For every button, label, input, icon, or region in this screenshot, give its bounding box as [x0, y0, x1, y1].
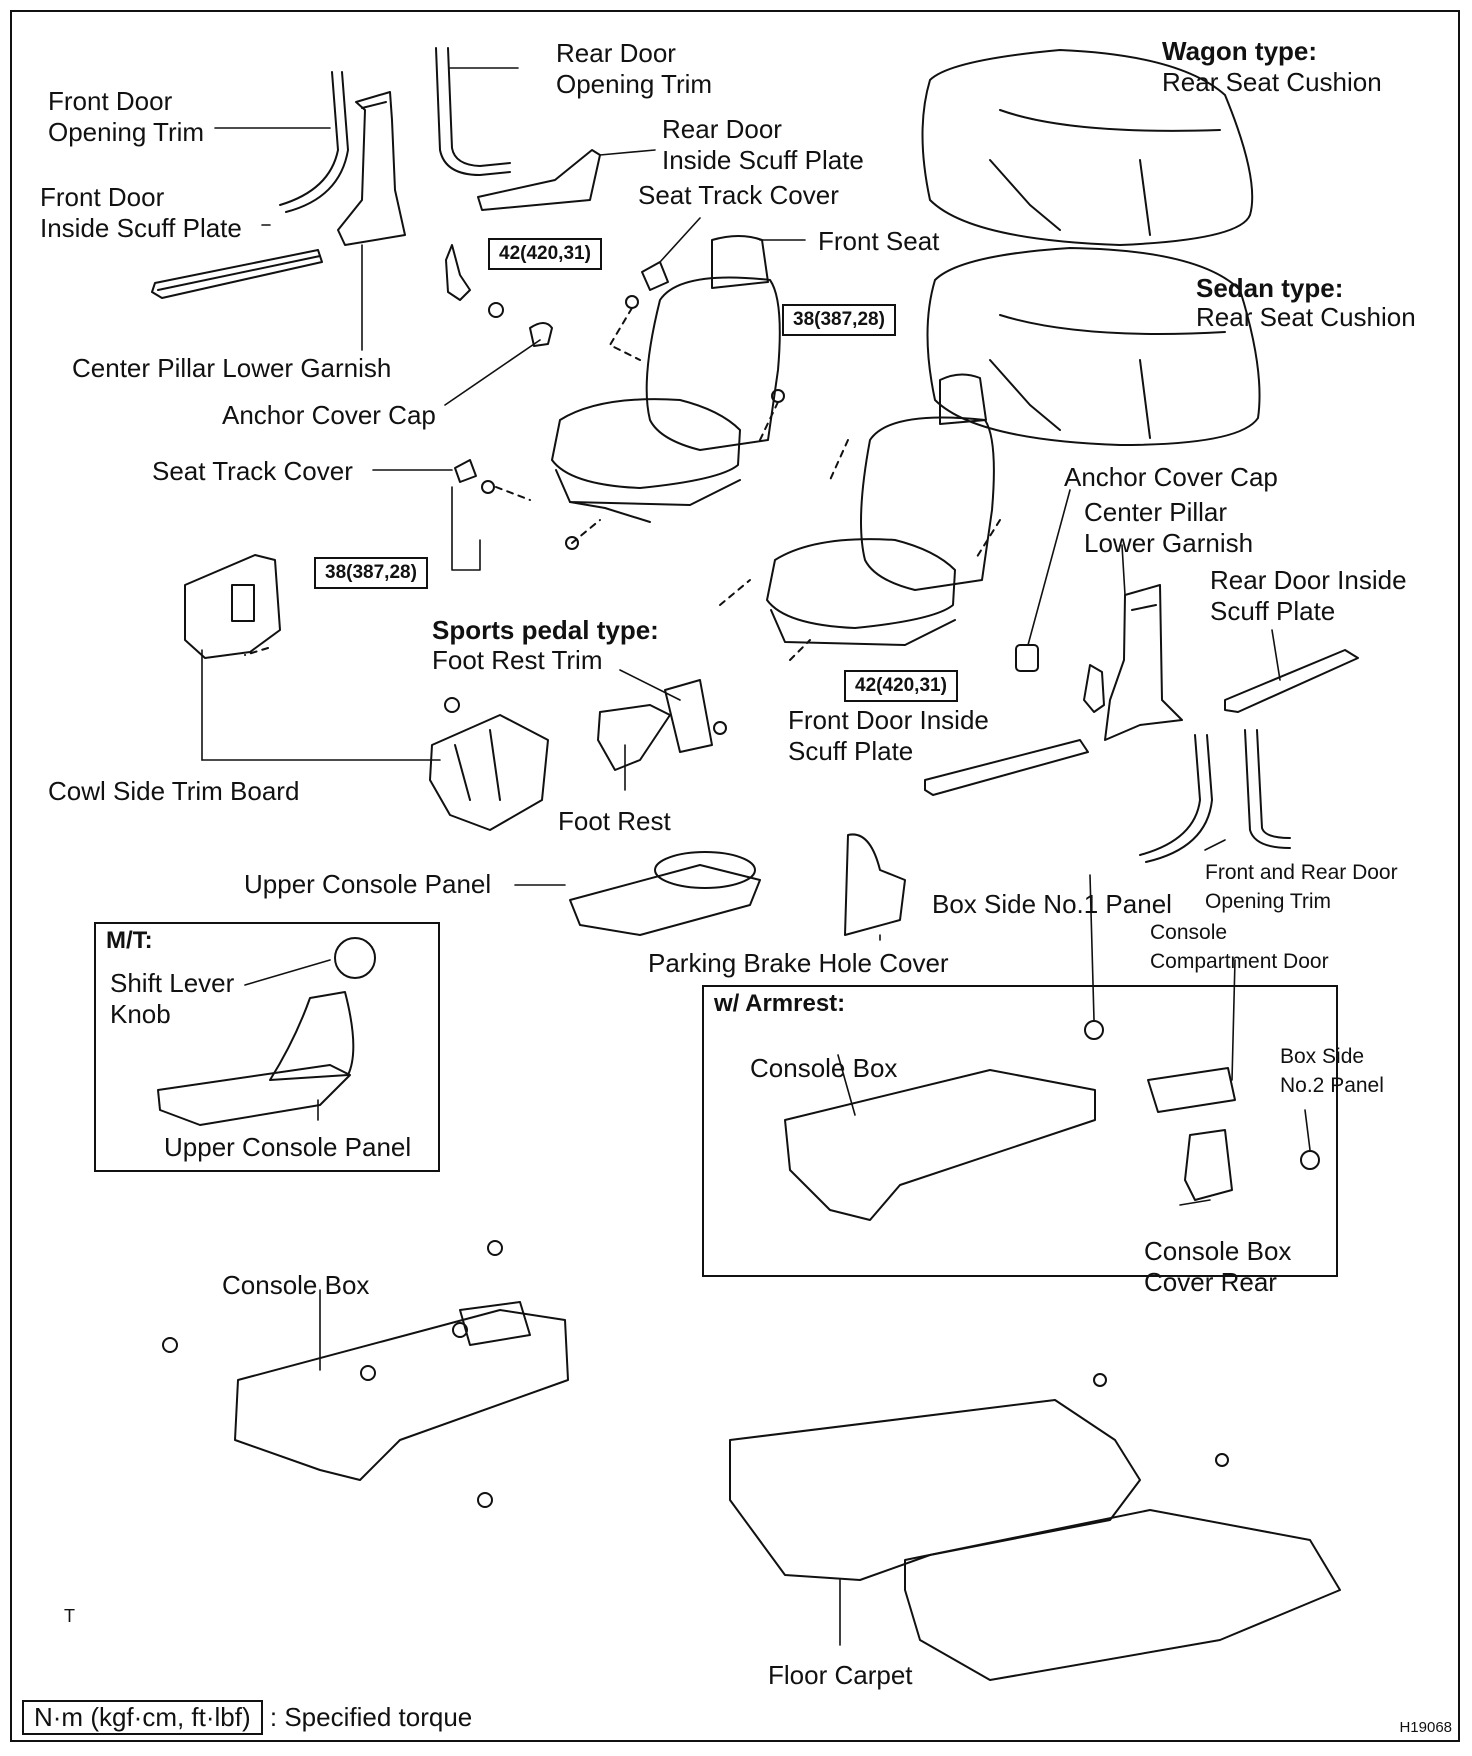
front-door-opening-trim-part — [279, 71, 349, 213]
label-sedan-type: Sedan type: — [1196, 273, 1344, 303]
torque-legend: N·m (kgf·cm, ft·lbf) : Specified torque — [22, 1700, 472, 1735]
upper-console-panel-part — [569, 851, 761, 936]
label-mt-upper-console-panel: Upper Console Panel — [164, 1132, 412, 1162]
sedan-cushion-part — [926, 247, 1261, 446]
center-pillar-garnish-part — [337, 91, 406, 246]
mt-title: M/T: — [106, 927, 153, 954]
door-opening-trim-right-part — [1139, 729, 1291, 863]
label-foot-rest-trim: Foot Rest Trim — [432, 645, 603, 675]
label-seat-track-cover-top: Seat Track Cover — [638, 180, 839, 210]
label-wagon-type: Wagon type: — [1162, 36, 1318, 66]
label-upper-console-panel: Upper Console Panel — [244, 869, 492, 899]
armrest-console-box-part — [784, 1020, 1320, 1221]
wagon-cushion-part — [921, 49, 1254, 246]
label-anchor-cover-cap-right: Anchor Cover Cap — [1064, 462, 1278, 492]
torque-box-4: 42(420,31) — [844, 670, 958, 702]
label-box-side-no1: Box Side No.1 Panel — [932, 889, 1172, 919]
torque-box-2: 38(387,28) — [782, 304, 896, 336]
leader-lines — [201, 67, 1311, 1646]
center-pillar-garnish-right-part — [1104, 584, 1183, 741]
foot-rest-part — [597, 679, 727, 771]
label-sedan-cushion: Rear Seat Cushion — [1196, 302, 1416, 332]
label-parking-brake-cover: Parking Brake Hole Cover — [648, 948, 949, 978]
label-seat-track-cover-left: Seat Track Cover — [152, 456, 353, 486]
console-box-part — [162, 1240, 569, 1508]
floor-carpet-part — [729, 1373, 1341, 1681]
rear-door-opening-trim-part — [435, 47, 511, 176]
front-door-scuff-left-part — [151, 249, 323, 299]
diagram-frame — [10, 10, 1460, 1742]
torque-box-3: 38(387,28) — [314, 557, 428, 589]
figure-id: H19068 — [1399, 1719, 1452, 1736]
label-wagon-cushion: Rear Seat Cushion — [1162, 67, 1382, 97]
front-door-scuff-right-part — [924, 739, 1089, 796]
parking-brake-cover-part — [844, 833, 906, 936]
anchor-cap-right-part — [1015, 644, 1039, 672]
anchor-right-part — [1083, 664, 1105, 713]
armrest-title: w/ Armrest: — [714, 990, 846, 1017]
label-cowl-side-trim: Cowl Side Trim Board — [48, 776, 300, 806]
legend-desc: : Specified torque — [269, 1702, 473, 1732]
rear-door-scuff-top-part — [477, 149, 601, 211]
label-armrest-console-box: Console Box — [750, 1053, 898, 1083]
front-seat-upper-part — [551, 235, 781, 523]
legend-box: N·m (kgf·cm, ft·lbf) — [22, 1700, 263, 1735]
front-seat-lower-part — [766, 373, 995, 646]
label-front-seat: Front Seat — [818, 226, 940, 256]
rear-door-scuff-right-part — [1224, 649, 1359, 713]
label-center-pillar-garnish-left: Center Pillar Lower Garnish — [72, 353, 392, 383]
cowl-side-trim-upper-part — [184, 554, 281, 659]
seat-track-cover-left-part — [454, 459, 477, 483]
anchor-left-part — [445, 244, 553, 347]
label-floor-carpet: Floor Carpet — [768, 1660, 913, 1690]
seat-track-cover-top-part — [641, 261, 669, 291]
mt-parts — [157, 937, 376, 1126]
corner-mark: T — [64, 1606, 75, 1626]
label-foot-rest: Foot Rest — [558, 806, 671, 836]
label-sports-pedal-type: Sports pedal type: — [432, 615, 659, 645]
torque-box-1: 42(420,31) — [488, 238, 602, 270]
label-anchor-cover-cap-left: Anchor Cover Cap — [222, 400, 436, 430]
label-console-box: Console Box — [222, 1270, 370, 1300]
seat-bolts-part — [481, 295, 785, 550]
cowl-side-trim-lower-part — [429, 697, 549, 831]
